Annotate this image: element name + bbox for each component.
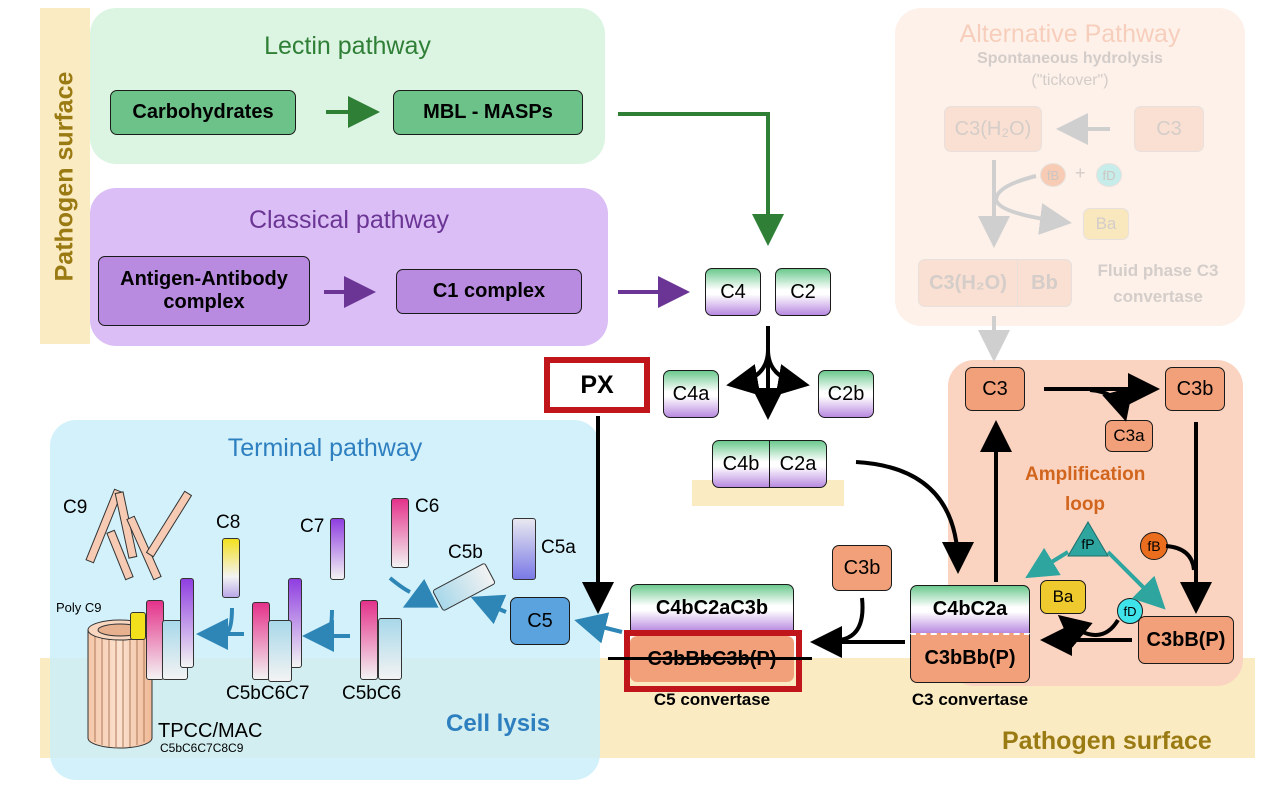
alt-c3h2o-node: C3(H₂O) <box>944 106 1042 152</box>
c1-complex-node[interactable]: C1 complex <box>396 269 582 314</box>
c7-label: C7 <box>300 516 325 537</box>
cell-lysis-label: Cell lysis <box>446 710 551 737</box>
carbohydrates-node[interactable]: Carbohydrates <box>110 90 296 135</box>
mac-c7-part <box>180 578 194 668</box>
pathogen-surface-band-left <box>40 8 90 344</box>
c3-convertase-top[interactable]: C4bC2a <box>910 585 1030 633</box>
alt-ba-node: Ba <box>1083 208 1129 240</box>
alternative-pathway-panel <box>895 8 1245 326</box>
c5bc6-c6-part <box>360 600 378 680</box>
c5a-fragment <box>512 518 536 580</box>
c5-convertase-strike-line <box>608 657 812 660</box>
c9-label: C9 <box>63 497 88 518</box>
c4b-node[interactable]: C4b <box>712 440 770 488</box>
amp-c3a-node[interactable]: C3a <box>1105 420 1153 452</box>
lectin-pathway-title: Lectin pathway <box>264 32 431 60</box>
c5bc6-label: C5bC6 <box>342 683 402 704</box>
alternative-subtitle-tickover: ("tickover") <box>1031 72 1109 89</box>
alt-fb-node: fB <box>1040 163 1066 187</box>
alternative-pathway-title: Alternative Pathway <box>959 20 1181 48</box>
classical-pathway-title: Classical pathway <box>248 206 450 234</box>
c5bc6c7-c5b-part <box>268 620 292 682</box>
c8-fragment <box>222 538 240 598</box>
px-inhibitor-box[interactable]: PX <box>544 357 650 413</box>
c5-convertase-top[interactable]: C4bC2aC3b <box>630 584 794 632</box>
amp-c3-node[interactable]: C3 <box>965 367 1025 411</box>
amp-ba-node[interactable]: Ba <box>1040 580 1086 614</box>
mbl-masps-node[interactable]: MBL - MASPs <box>393 90 583 135</box>
c2b-node[interactable]: C2b <box>818 370 874 418</box>
alt-fluid-convertase-label: Fluid phase C3 convertase <box>1097 261 1219 306</box>
poly-c9-label: Poly C9 <box>56 600 102 615</box>
c5b-label: C5b <box>448 542 483 563</box>
c5-convertase-red-frame <box>624 630 802 692</box>
c8-label: C8 <box>216 512 241 533</box>
mac-c8-part <box>130 612 146 640</box>
mac-sub-label: C5bC6C7C8C9 <box>160 741 244 755</box>
fp-label: fP <box>1081 536 1095 552</box>
c4-node[interactable]: C4 <box>705 268 761 316</box>
lectin-pathway-panel <box>90 8 605 164</box>
c6-label: C6 <box>415 496 440 517</box>
alt-c3-node: C3 <box>1134 106 1204 152</box>
alt-plus-sign: + <box>1075 163 1086 183</box>
c2a-node[interactable]: C2a <box>769 440 827 488</box>
amp-c3b-node[interactable]: C3b <box>1165 367 1225 411</box>
c7-fragment <box>330 518 345 580</box>
c3-convertase-bottom[interactable]: C3bBb(P) <box>910 633 1030 683</box>
c5bc6c7-label: C5bC6C7 <box>226 683 310 704</box>
c6-fragment <box>391 498 409 568</box>
c3-convertase-label: C3 convertase <box>911 690 1029 709</box>
terminal-pathway-title: Terminal pathway <box>227 434 423 462</box>
pathogen-surface-bottom-label: Pathogen surface <box>1002 727 1212 755</box>
c5a-label: C5a <box>541 537 576 558</box>
pathogen-surface-side-label: Pathogen surface <box>50 71 79 281</box>
alternative-subtitle: Spontaneous hydrolysis <box>977 50 1163 67</box>
amp-fb-node[interactable]: fB <box>1140 532 1168 560</box>
alt-fluid-convertase-left: C3(H₂O) <box>918 259 1018 307</box>
c5-node[interactable]: C5 <box>510 597 570 645</box>
c5-convertase-label: C5 convertase <box>653 690 771 709</box>
antigen-antibody-node[interactable]: Antigen-Antibody complex <box>98 256 310 326</box>
c5bc6-c5b-part <box>378 618 402 680</box>
free-c3b-node[interactable]: C3b <box>832 545 892 591</box>
alt-fluid-convertase-right: Bb <box>1017 259 1072 307</box>
c4a-node[interactable]: C4a <box>663 370 719 418</box>
c2-node[interactable]: C2 <box>775 268 831 316</box>
c3bbp-node[interactable]: C3bB(P) <box>1138 616 1234 664</box>
alt-fd-node: fD <box>1096 163 1122 187</box>
amplification-loop-label: Amplification loop <box>1025 464 1146 515</box>
mac-label: TPCC/MAC <box>158 720 263 742</box>
